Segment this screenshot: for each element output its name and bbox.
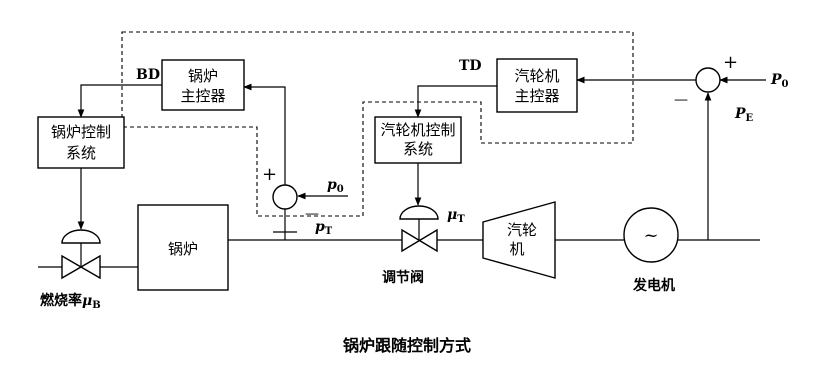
left-minus-sign: — <box>305 206 319 222</box>
boiler-control-label-2: 系统 <box>66 144 96 162</box>
turbine-label-2: 机 <box>509 240 524 258</box>
generator-tilde-icon: ~ <box>643 225 658 246</box>
mu-t-label: μT <box>447 207 465 225</box>
diagram-caption: 锅炉跟随控制方式 <box>343 336 471 355</box>
boiler-block <box>137 204 229 291</box>
right-minus-sign: — <box>674 92 688 108</box>
boiler-control-label-1: 锅炉控制 <box>51 123 111 141</box>
turbine-control-label-1: 汽轮机控制 <box>380 121 455 139</box>
turbine-control-label-2: 系统 <box>403 140 433 158</box>
td-to-turbine-control-arrow <box>414 85 497 118</box>
td-label: TD <box>459 58 482 74</box>
boiler-master-block <box>161 59 245 111</box>
turbine-block <box>482 201 556 279</box>
regulating-valve-actuator-icon <box>399 205 439 220</box>
generator-symbol <box>623 207 679 263</box>
turbine-master-label-2: 主控器 <box>514 87 559 105</box>
dashed-signal-loop <box>121 31 634 217</box>
bd-to-boiler-control-arrow <box>77 84 162 118</box>
pt-label: pT <box>315 219 333 237</box>
turbine-label-1: 汽轮 <box>507 221 537 239</box>
boiler-master-label-2: 主控器 <box>180 87 225 105</box>
power-summer-icon <box>695 67 721 93</box>
left-summer-to-boiler-master-arrow <box>243 83 286 186</box>
regulating-valve-icon <box>401 228 438 253</box>
fuel-rate-label: 燃烧率μB <box>40 292 101 311</box>
boiler-master-label-1: 锅炉 <box>188 67 218 85</box>
generator-label: 发电机 <box>632 277 675 294</box>
pressure-summer-icon <box>272 184 298 210</box>
bd-label: BD <box>136 67 160 83</box>
p0-left-label: p0 <box>327 177 344 195</box>
right-plus-sign: + <box>723 52 738 73</box>
boiler-label: 锅炉 <box>168 240 198 258</box>
regulating-valve-label: 调节阀 <box>382 269 424 286</box>
p0-right-label: P0 <box>770 72 789 90</box>
turbine-master-label-1: 汽轮机 <box>514 67 559 85</box>
fuel-valve-actuator-icon <box>61 229 101 244</box>
pe-label: PE <box>734 106 754 124</box>
left-plus-sign: + <box>262 164 277 185</box>
turbine-master-block <box>496 58 578 113</box>
